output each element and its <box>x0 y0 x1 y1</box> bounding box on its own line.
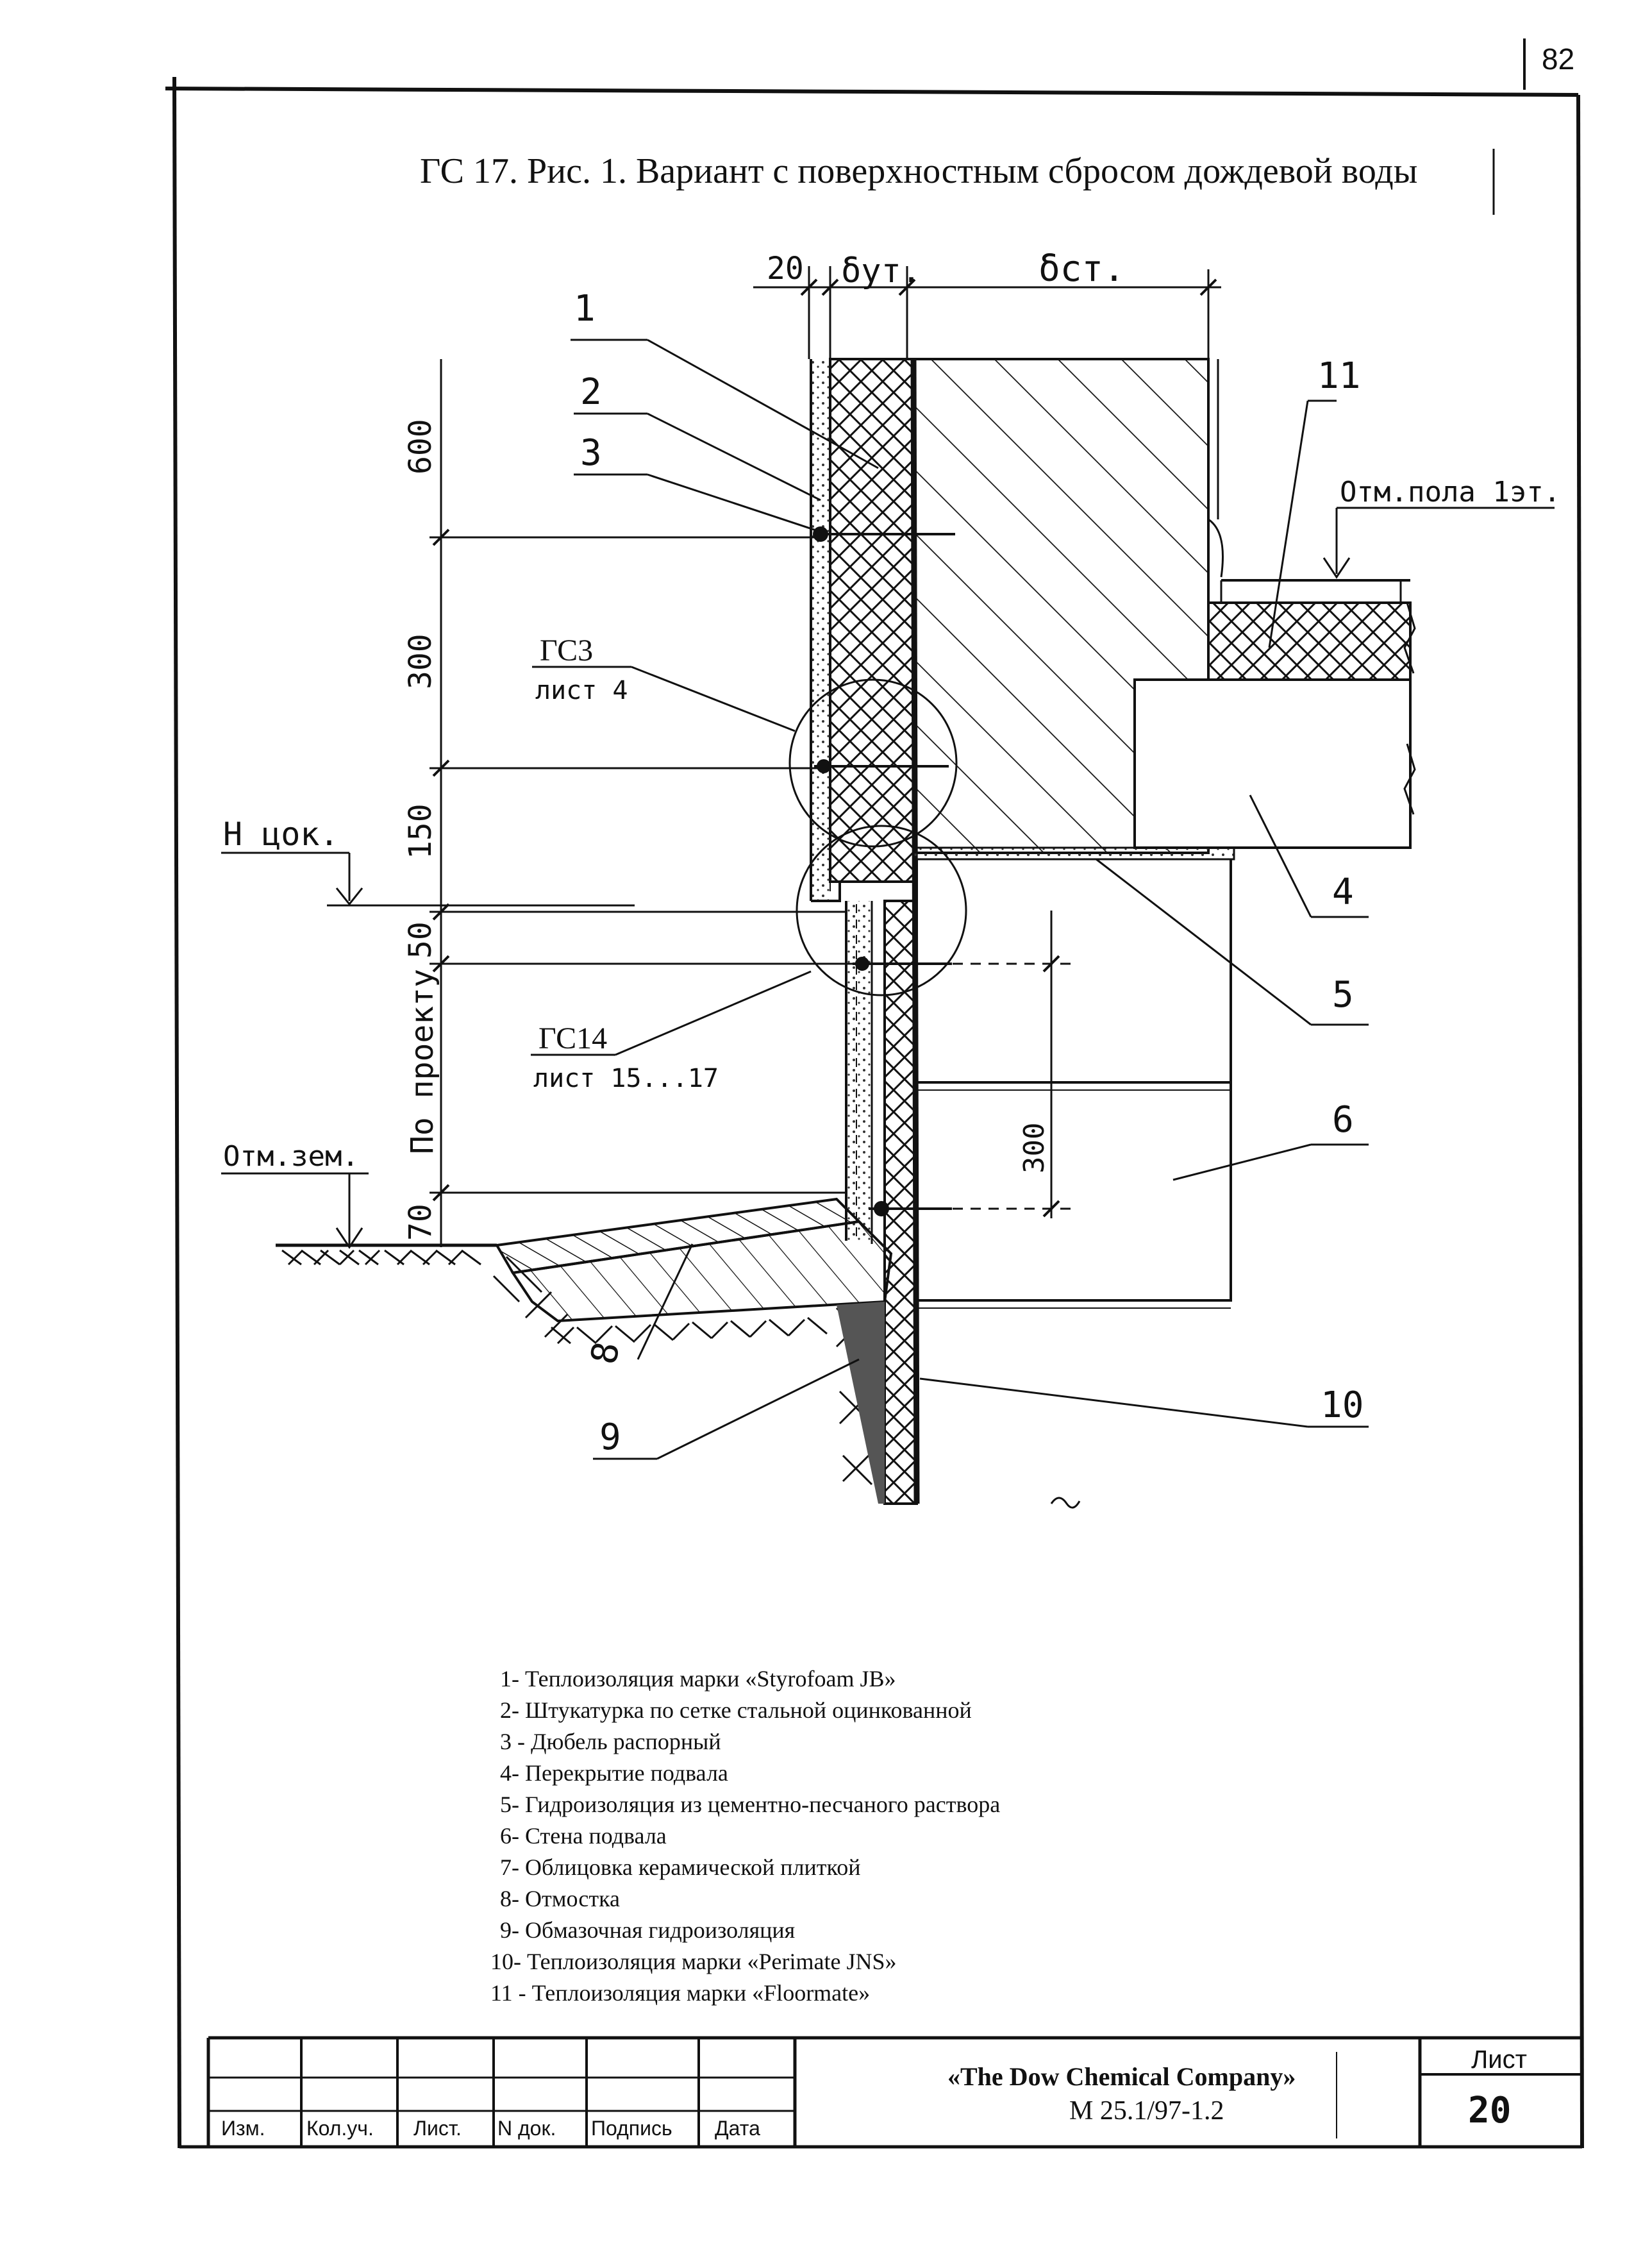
dim-300-right: 300 <box>1018 1123 1051 1173</box>
marker-1: 1 <box>574 288 596 330</box>
title-block-labels: Изм. Кол.уч. Лист. N док. Подпись Дата <box>221 2117 760 2140</box>
detail-circle-gs3 <box>788 678 958 848</box>
dim-insulation-thickness: δут. <box>841 252 921 290</box>
insulation-lower <box>883 900 918 1505</box>
legend-item-8: 8- Отмостка <box>500 1886 620 1911</box>
ref-gs3-sheet: лист 4 <box>535 676 628 705</box>
legend-item-10: 10- Теплоизоляция марки «Perimate JNS» <box>490 1949 896 1974</box>
legend-item-4: 4- Перекрытие подвала <box>500 1760 728 1786</box>
top-dimension <box>753 266 1221 359</box>
level-plinth-label: Н цок. <box>223 816 339 853</box>
document-code: М 25.1/97-1.2 <box>1069 2096 1224 2126</box>
dim-by-project: По проекту <box>404 969 440 1154</box>
marker-4: 4 <box>1332 871 1354 913</box>
ref-gs14: ГС14 лист 15...17 <box>531 970 812 1093</box>
legend-item-1: 1- Теплоизоляция марки «Styrofoam JB» <box>500 1666 896 1692</box>
dim-150: 150 <box>403 803 438 859</box>
dim-wall-thickness: δст. <box>1038 248 1125 290</box>
marker-8: 8 <box>583 1339 628 1367</box>
level-plinth-mark <box>221 852 363 906</box>
basement-wall <box>915 859 1232 1509</box>
sheet-number: 20 <box>1468 2090 1511 2131</box>
level-floor-label: Отм.пола 1эт. <box>1340 476 1560 508</box>
sheet-label: Лист <box>1471 2045 1527 2074</box>
drawing-title: ГС 17. Рис. 1. Вариант с поверхностным с… <box>420 151 1417 191</box>
page-number: 82 <box>1542 42 1574 76</box>
ref-gs3: ГС3 лист 4 <box>532 634 796 732</box>
marker-11: 11 <box>1317 355 1360 397</box>
sheet-frame <box>165 38 1584 2149</box>
left-dimension-chain <box>327 359 859 1247</box>
marker-6: 6 <box>1332 1099 1354 1141</box>
plaster-layer <box>810 359 841 902</box>
legend-item-9: 9- Обмазочная гидроизоляция <box>500 1917 795 1943</box>
ref-gs3-label: ГС3 <box>540 634 593 668</box>
dim-600: 600 <box>403 419 438 475</box>
legend-item-3: 3 - Дюбель распорный <box>500 1729 721 1754</box>
floor-slab <box>1133 579 1416 849</box>
waterproofing-coating <box>837 1302 885 1504</box>
ground-section <box>276 1197 893 1504</box>
dim-20: 20 <box>767 251 804 287</box>
detail-circle-gs14 <box>796 825 967 996</box>
col-label-doc: N док. <box>497 2117 556 2140</box>
company-name: «The Dow Chemical Company» <box>947 2062 1296 2091</box>
legend: 1- Теплоизоляция марки «Styrofoam JB» 2-… <box>490 1666 1000 2006</box>
ref-gs14-sheet: лист 15...17 <box>533 1064 719 1093</box>
legend-item-2: 2- Штукатурка по сетке стальной оцинкова… <box>500 1697 972 1723</box>
marker-9: 9 <box>599 1416 621 1458</box>
ref-gs14-label: ГС14 <box>538 1021 607 1055</box>
legend-item-5: 5- Гидроизоляция из цементно-песчаного р… <box>500 1792 1000 1817</box>
marker-10: 10 <box>1321 1384 1364 1426</box>
level-ground-mark <box>221 1172 369 1249</box>
legend-item-6: 6- Стена подвала <box>500 1823 667 1849</box>
insulation-upper <box>829 358 915 883</box>
col-label-change: Изм. <box>221 2117 265 2140</box>
col-label-sheet: Лист. <box>413 2117 462 2140</box>
tile-facing <box>845 901 873 1244</box>
col-label-signature: Подпись <box>591 2117 672 2140</box>
legend-item-11: 11 - Теплоизоляция марки «Floormate» <box>490 1980 870 2006</box>
left-dimension-labels: 600 300 150 50 По проекту 70 <box>403 419 440 1241</box>
marker-3: 3 <box>580 432 602 474</box>
marker-5: 5 <box>1332 974 1354 1016</box>
right-dimension <box>917 911 1077 1218</box>
legend-item-7: 7- Облицовка керамической плиткой <box>500 1854 860 1880</box>
marker-2: 2 <box>580 371 602 413</box>
mortar-waterproofing <box>912 846 1235 861</box>
dim-300-left: 300 <box>403 634 438 689</box>
level-floor-mark <box>1322 507 1555 579</box>
dim-70: 70 <box>403 1204 438 1241</box>
marker-leaders <box>571 339 1369 1460</box>
dim-50: 50 <box>403 921 438 959</box>
col-label-date: Дата <box>715 2117 760 2140</box>
col-label-qty: Кол.уч. <box>306 2117 374 2140</box>
title-block <box>206 2036 1582 2147</box>
level-ground-label: Отм.зем. <box>223 1140 359 1173</box>
